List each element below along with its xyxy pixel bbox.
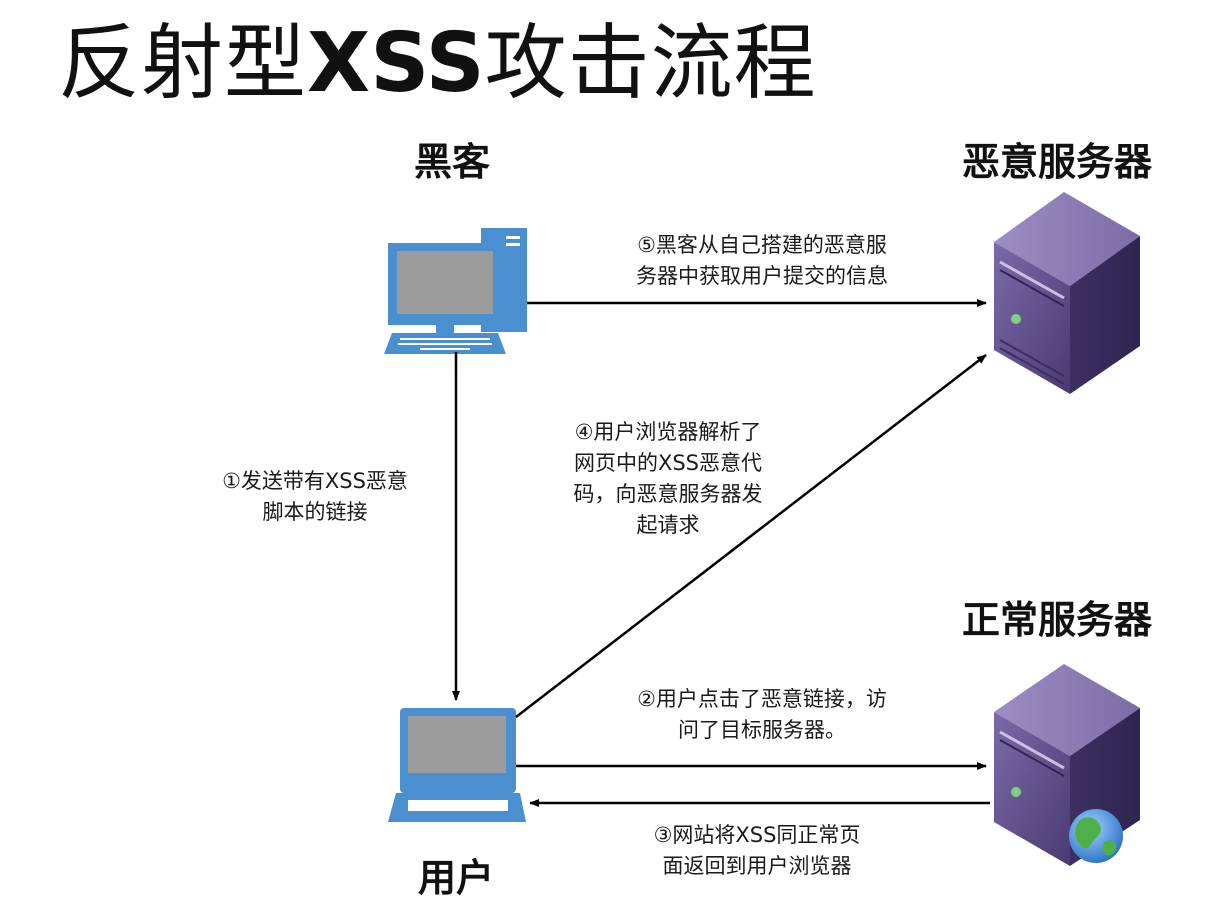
title-xss: XSS bbox=[307, 16, 485, 111]
title-suffix: 攻击流程 bbox=[484, 16, 817, 111]
server-tower-with-globe-icon bbox=[994, 664, 1140, 866]
desktop-computer-icon bbox=[384, 228, 527, 354]
step2-label: ②用户点击了恶意链接，访 问了目标服务器。 bbox=[637, 687, 887, 742]
laptop-icon bbox=[388, 708, 526, 822]
title-prefix: 反射型 bbox=[58, 16, 308, 111]
malicious-server-label: 恶意服务器 bbox=[962, 140, 1153, 184]
normal-server-label: 正常服务器 bbox=[962, 598, 1153, 642]
page-title: 反射型XSS攻击流程 bbox=[58, 14, 817, 114]
arrow-step4 bbox=[515, 354, 987, 718]
server-tower-icon bbox=[994, 192, 1140, 394]
globe-icon bbox=[1069, 809, 1123, 863]
step3-label: ③网站将XSS同正常页 面返回到用户浏览器 bbox=[653, 823, 861, 878]
step1-label: ①发送带有XSS恶意 脚本的链接 bbox=[222, 469, 408, 524]
hacker-label: 黑客 bbox=[414, 140, 491, 184]
step4-label: ④用户浏览器解析了 网页中的XSS恶意代 码，向恶意服务器发 起请求 bbox=[573, 420, 763, 537]
step5-label: ⑤黑客从自己搭建的恶意服 务器中获取用户提交的信息 bbox=[636, 233, 888, 288]
arrows bbox=[452, 299, 990, 807]
